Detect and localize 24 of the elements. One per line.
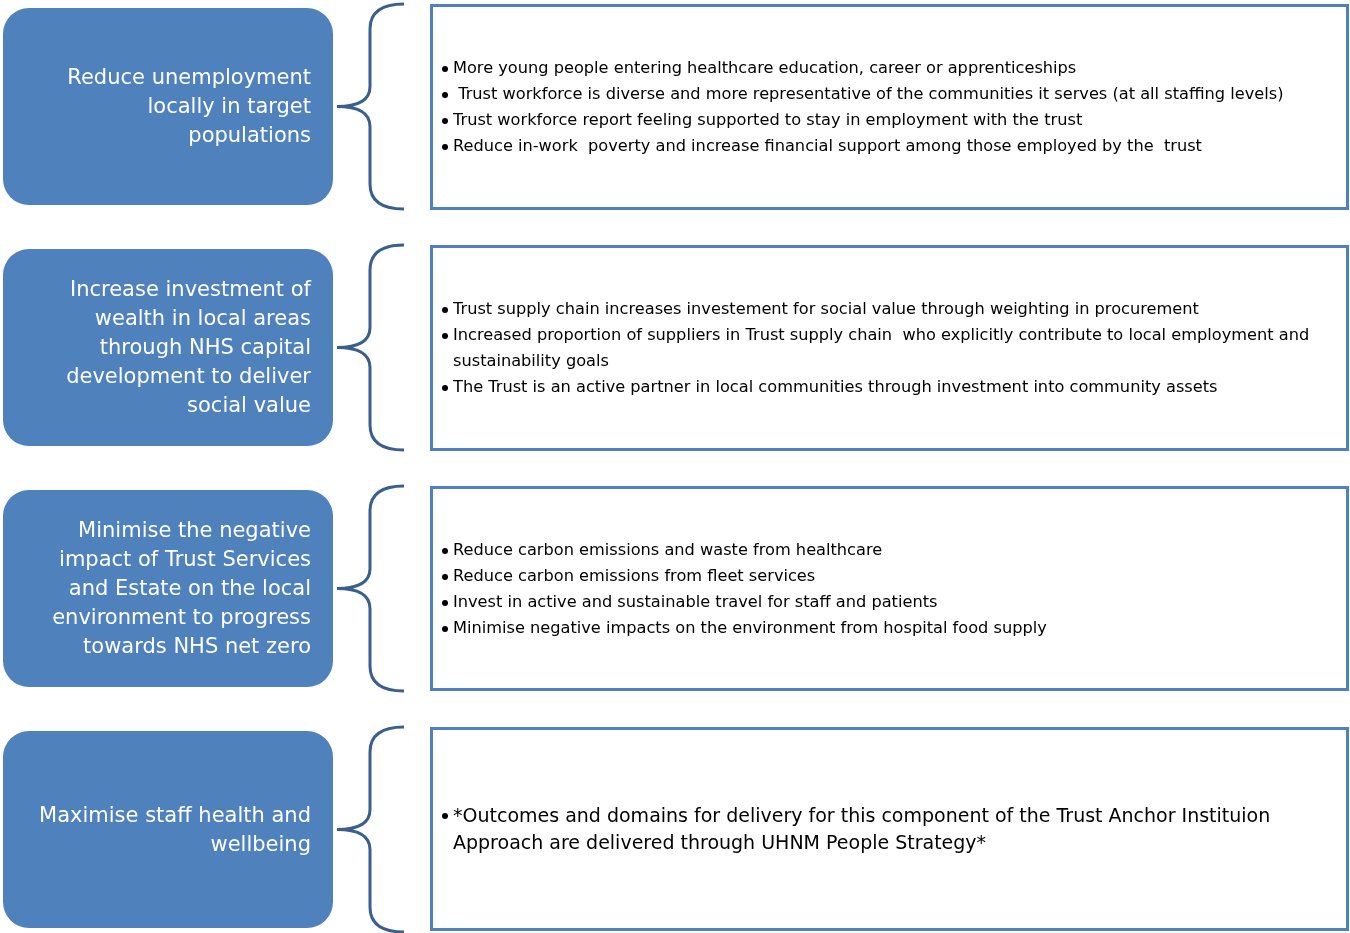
goal-box: [3, 249, 333, 446]
goal-text: Increase investment of wealth in local areas through NHS capital development to deliver social value: [65, 276, 311, 419]
goal-box: [3, 731, 333, 928]
bullet-text: Reduce carbon emissions from fleet services: [453, 565, 816, 585]
bullet-text: The Trust is an active partner in local communities through investment into community assets: [453, 377, 1218, 396]
outcomes-box: [430, 4, 1349, 210]
bullet-text: More young people entering healthcare education, career or apprenticeships: [453, 58, 1077, 77]
goal-text: Reduce unemployment locally in target populations: [66, 64, 311, 149]
bullet-text: Invest in active and sustainable travel for staff and patients: [453, 591, 938, 611]
bullet-text: Trust workforce report feeling supported to stay in employment with the trust: [453, 110, 1083, 129]
bullet-text: Reduce carbon emissions and waste from healthcare: [453, 539, 883, 559]
bullet-text: Reduce in-work poverty and increase financial support among those employed by the trust: [453, 136, 1202, 155]
bullet-text: *Outcomes and domains for delivery for this component of the Trust Anchor Instituion Approach are delivered through UHNM People Strategy*: [453, 804, 1272, 853]
goal-text: Maximise staff health and wellbeing: [38, 801, 311, 858]
bullet-text: Trust workforce is diverse and more representative of the communities it serves (at all staffing levels): [457, 84, 1284, 103]
bullet-text: Trust supply chain increases investement for social value through weighting in procurement: [453, 299, 1199, 318]
goal-box: [3, 8, 333, 205]
bullet-text: Minimise negative impacts on the environment from hospital food supply: [453, 617, 1047, 637]
goal-text: Minimise the negative impact of Trust Services and Estate on the local environment to progress towards NHS net zero: [51, 517, 311, 660]
goal-box: [3, 490, 333, 687]
outcomes-box: [430, 245, 1349, 451]
outcomes-box: [430, 486, 1349, 691]
bullet-text: Increased proportion of suppliers in Trust supply chain who explicitly contribute to local employment and sustainability goals: [453, 325, 1311, 370]
outcomes-box: [430, 727, 1349, 931]
